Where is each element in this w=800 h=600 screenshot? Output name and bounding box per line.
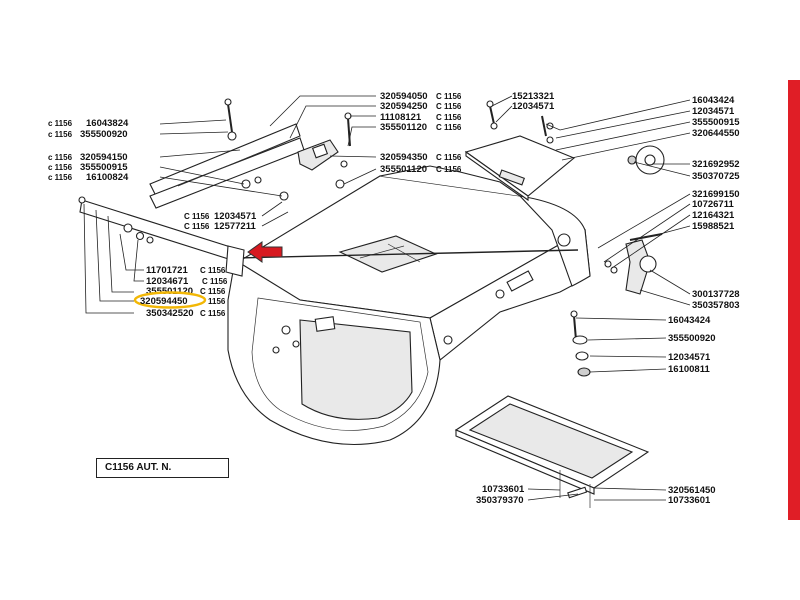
part-number-label: 12034671: [146, 276, 189, 287]
part-number-label: 320594150: [80, 152, 128, 163]
model-code-box: C1156 AUT. N.: [96, 458, 229, 478]
callouts-mid-left: C 1156 12034571 C 1156 12577211: [184, 211, 257, 232]
part-number-label: 320594250: [380, 101, 428, 112]
part-number-label: 320594350: [380, 152, 428, 163]
leader-lines: [83, 95, 691, 501]
part-number-label: 10733601: [668, 495, 711, 506]
accent-sidebar-bar: [788, 80, 800, 520]
part-number-label: 16043824: [86, 118, 129, 129]
highlight-ring: [133, 291, 207, 309]
part-number-label: 350379370: [476, 495, 524, 506]
callout-suffix: C 1156: [436, 113, 462, 122]
callout-suffix: C 1156: [200, 287, 226, 296]
callouts-center: 320594350 C 1156 355501120 C 1156: [380, 152, 462, 175]
callout-suffix: C 1156: [436, 123, 462, 132]
part-number-label: 10726711: [692, 199, 734, 210]
center-bracket: [297, 139, 348, 189]
highlighted-part-number[interactable]: 320594450: [140, 296, 188, 307]
bottom-tray: [454, 395, 650, 508]
part-number-label: 16043424: [692, 95, 735, 106]
part-number-label: 321692952: [692, 159, 740, 170]
part-number-label: 12164321: [692, 210, 735, 221]
callout-prefix: c 1156: [48, 130, 73, 139]
left-rails: [78, 98, 352, 277]
part-number-label: 350357803: [692, 300, 740, 311]
part-number-label: 12034571: [214, 211, 257, 222]
callout-prefix: c 1156: [48, 119, 73, 128]
pointer-arrow-icon: [247, 241, 283, 263]
callout-prefix: c 1156: [48, 153, 73, 162]
part-number-label: 12577211: [214, 221, 256, 232]
part-number-label: 15988521: [692, 221, 735, 232]
main-housing: [226, 165, 591, 445]
part-number-label: 355500920: [80, 129, 128, 140]
callouts-right-low: 300137728 350357803: [692, 289, 740, 311]
part-number-label: 355500915: [80, 162, 128, 173]
callout-suffix: C 1156: [436, 92, 462, 101]
part-number-label: 320644550: [692, 128, 740, 139]
callout-suffix: C 1156: [200, 266, 226, 275]
part-number-label: 12034571: [692, 106, 735, 117]
callout-suffix: C 1156: [202, 277, 228, 286]
callout-prefix: C 1156: [184, 212, 210, 221]
callout-prefix: c 1156: [48, 163, 73, 172]
callout-suffix: C 1156: [436, 153, 462, 162]
callout-suffix: C 1156: [436, 102, 462, 111]
callouts-right-top: 16043424 12034571 355500915 320644550: [692, 95, 740, 139]
part-number-label: 12034571: [668, 352, 711, 363]
callout-suffix: C 1156: [436, 165, 462, 174]
part-number-label: 355500915: [692, 117, 740, 128]
part-number-label: 16100811: [668, 364, 710, 375]
callout-suffix: C 1156: [200, 309, 226, 318]
part-number-label: 11108121: [380, 112, 422, 123]
callouts-right-mid: 321692952 350370725 321699150 10726711 1…: [692, 159, 740, 232]
part-number-label: 10733601: [482, 484, 525, 495]
callout-prefix: c 1156: [48, 173, 73, 182]
callouts-left: c 1156 16043824 c 1156 355500920 c 1156 …: [48, 118, 129, 183]
part-number-label: 15213321: [512, 91, 555, 102]
callouts-bottom: 10733601 350379370 320561450 10733601: [476, 484, 716, 506]
part-number-label: 355501120: [380, 122, 427, 133]
part-number-label: 320561450: [668, 485, 716, 496]
callouts-right-bottom: 16043424 355500920 12034571 16100811: [668, 315, 716, 375]
part-number-label: 16043424: [668, 315, 711, 326]
part-number-label: 12034571: [512, 101, 555, 112]
part-number-label: 300137728: [692, 289, 740, 300]
part-number-label: 355501120: [380, 164, 427, 175]
part-number-label: 321699150: [692, 189, 740, 200]
callout-prefix: C 1156: [184, 222, 210, 231]
callout-suffix: 1156: [208, 297, 226, 306]
callouts-top-center: 320594050 C 1156 320594250 C 1156 111081…: [380, 91, 462, 133]
right-fittings: [570, 145, 665, 377]
part-number-label: 355500920: [668, 333, 716, 344]
part-number-label: 16100824: [86, 172, 129, 183]
part-number-label: 320594050: [380, 91, 428, 102]
callouts-top-mid: 15213321 12034571: [512, 91, 555, 112]
callouts-lower-left: 11701721 C 1156 12034671 C 1156 35550112…: [133, 265, 228, 319]
part-number-label: 11701721: [146, 265, 188, 276]
part-number-label: 350342520: [146, 308, 194, 319]
part-number-label: 350370725: [692, 171, 740, 182]
